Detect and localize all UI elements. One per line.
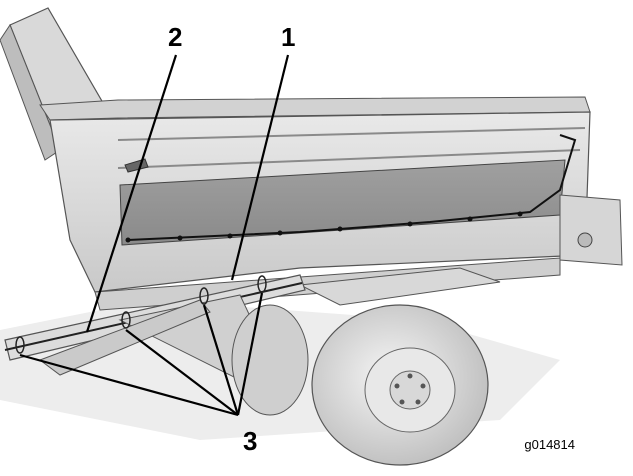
hopper-rib [117,149,581,169]
inner-tire [231,304,309,416]
callout-3: 3 [243,426,258,456]
callout-1: 1 [281,22,296,52]
leader-line-3b [125,329,239,416]
hose-clamp [121,311,131,329]
leader-line-3a [19,353,239,417]
end-bracket [559,194,623,266]
wheel-hub [389,370,431,410]
callout-2: 2 [168,22,183,52]
tongue-strut [38,299,211,376]
leader-line-3c [202,304,240,416]
leader-line-2 [85,54,178,333]
hose-clamp [257,275,267,293]
step-plate [298,267,501,306]
figure-id: g014814 [524,437,575,452]
hose-clamp [199,287,209,305]
harness-clips [125,211,523,243]
leader-line-3d [236,292,264,416]
bracket-bolt [577,232,593,248]
leader-lines [19,54,290,417]
hose-clamp [15,336,25,354]
wire-harness [127,134,577,241]
lug-nuts [394,373,426,405]
leader-line-1 [230,54,290,281]
hopper-rib [117,127,586,141]
